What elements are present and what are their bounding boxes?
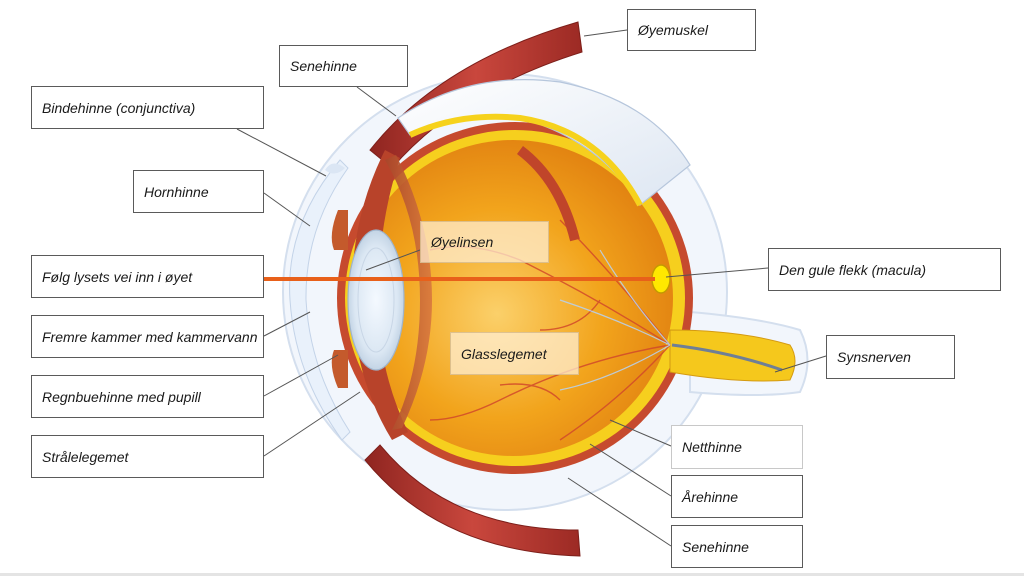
label-arehinne: Årehinne <box>671 475 803 518</box>
lens <box>347 229 405 371</box>
label-folg-lysets-vei[interactable]: Følg lysets vei inn i øyet <box>31 255 264 298</box>
label-stralelegemet: Strålelegemet <box>31 435 264 478</box>
bottom-divider <box>0 573 1024 576</box>
label-oyemuskel: Øyemuskel <box>627 9 756 51</box>
leader-lines <box>236 29 827 547</box>
label-netthinne: Netthinne <box>671 425 803 469</box>
label-oyelinsen: Øyelinsen <box>420 221 549 263</box>
nerve-fibers <box>559 249 671 391</box>
iris-lower <box>331 350 348 388</box>
ciliary-body-front <box>351 150 408 440</box>
retina-edge <box>408 113 643 207</box>
vitreous-body <box>353 140 673 456</box>
iris <box>331 210 348 250</box>
lens-inner <box>357 247 395 353</box>
label-hornhinne: Hornhinne <box>133 170 264 213</box>
cornea <box>289 159 351 441</box>
label-senehinne-top: Senehinne <box>279 45 408 87</box>
eye-muscle-bottom <box>364 444 581 557</box>
choroid-edge <box>516 146 580 242</box>
blood-vessels <box>429 219 671 441</box>
label-senehinne-bottom: Senehinne <box>671 525 803 568</box>
label-fremre-kammer: Fremre kammer med kammervann <box>31 315 264 358</box>
conjunctiva <box>325 163 345 174</box>
optic-nerve-core <box>671 343 783 372</box>
label-regnbuehinne: Regnbuehinne med pupill <box>31 375 264 418</box>
label-synsnerven: Synsnerven <box>826 335 955 379</box>
label-gule-flekk: Den gule flekk (macula) <box>768 248 1001 291</box>
label-bindehinne: Bindehinne (conjunctiva) <box>31 86 264 129</box>
label-glasslegemet: Glasslegemet <box>450 332 579 375</box>
